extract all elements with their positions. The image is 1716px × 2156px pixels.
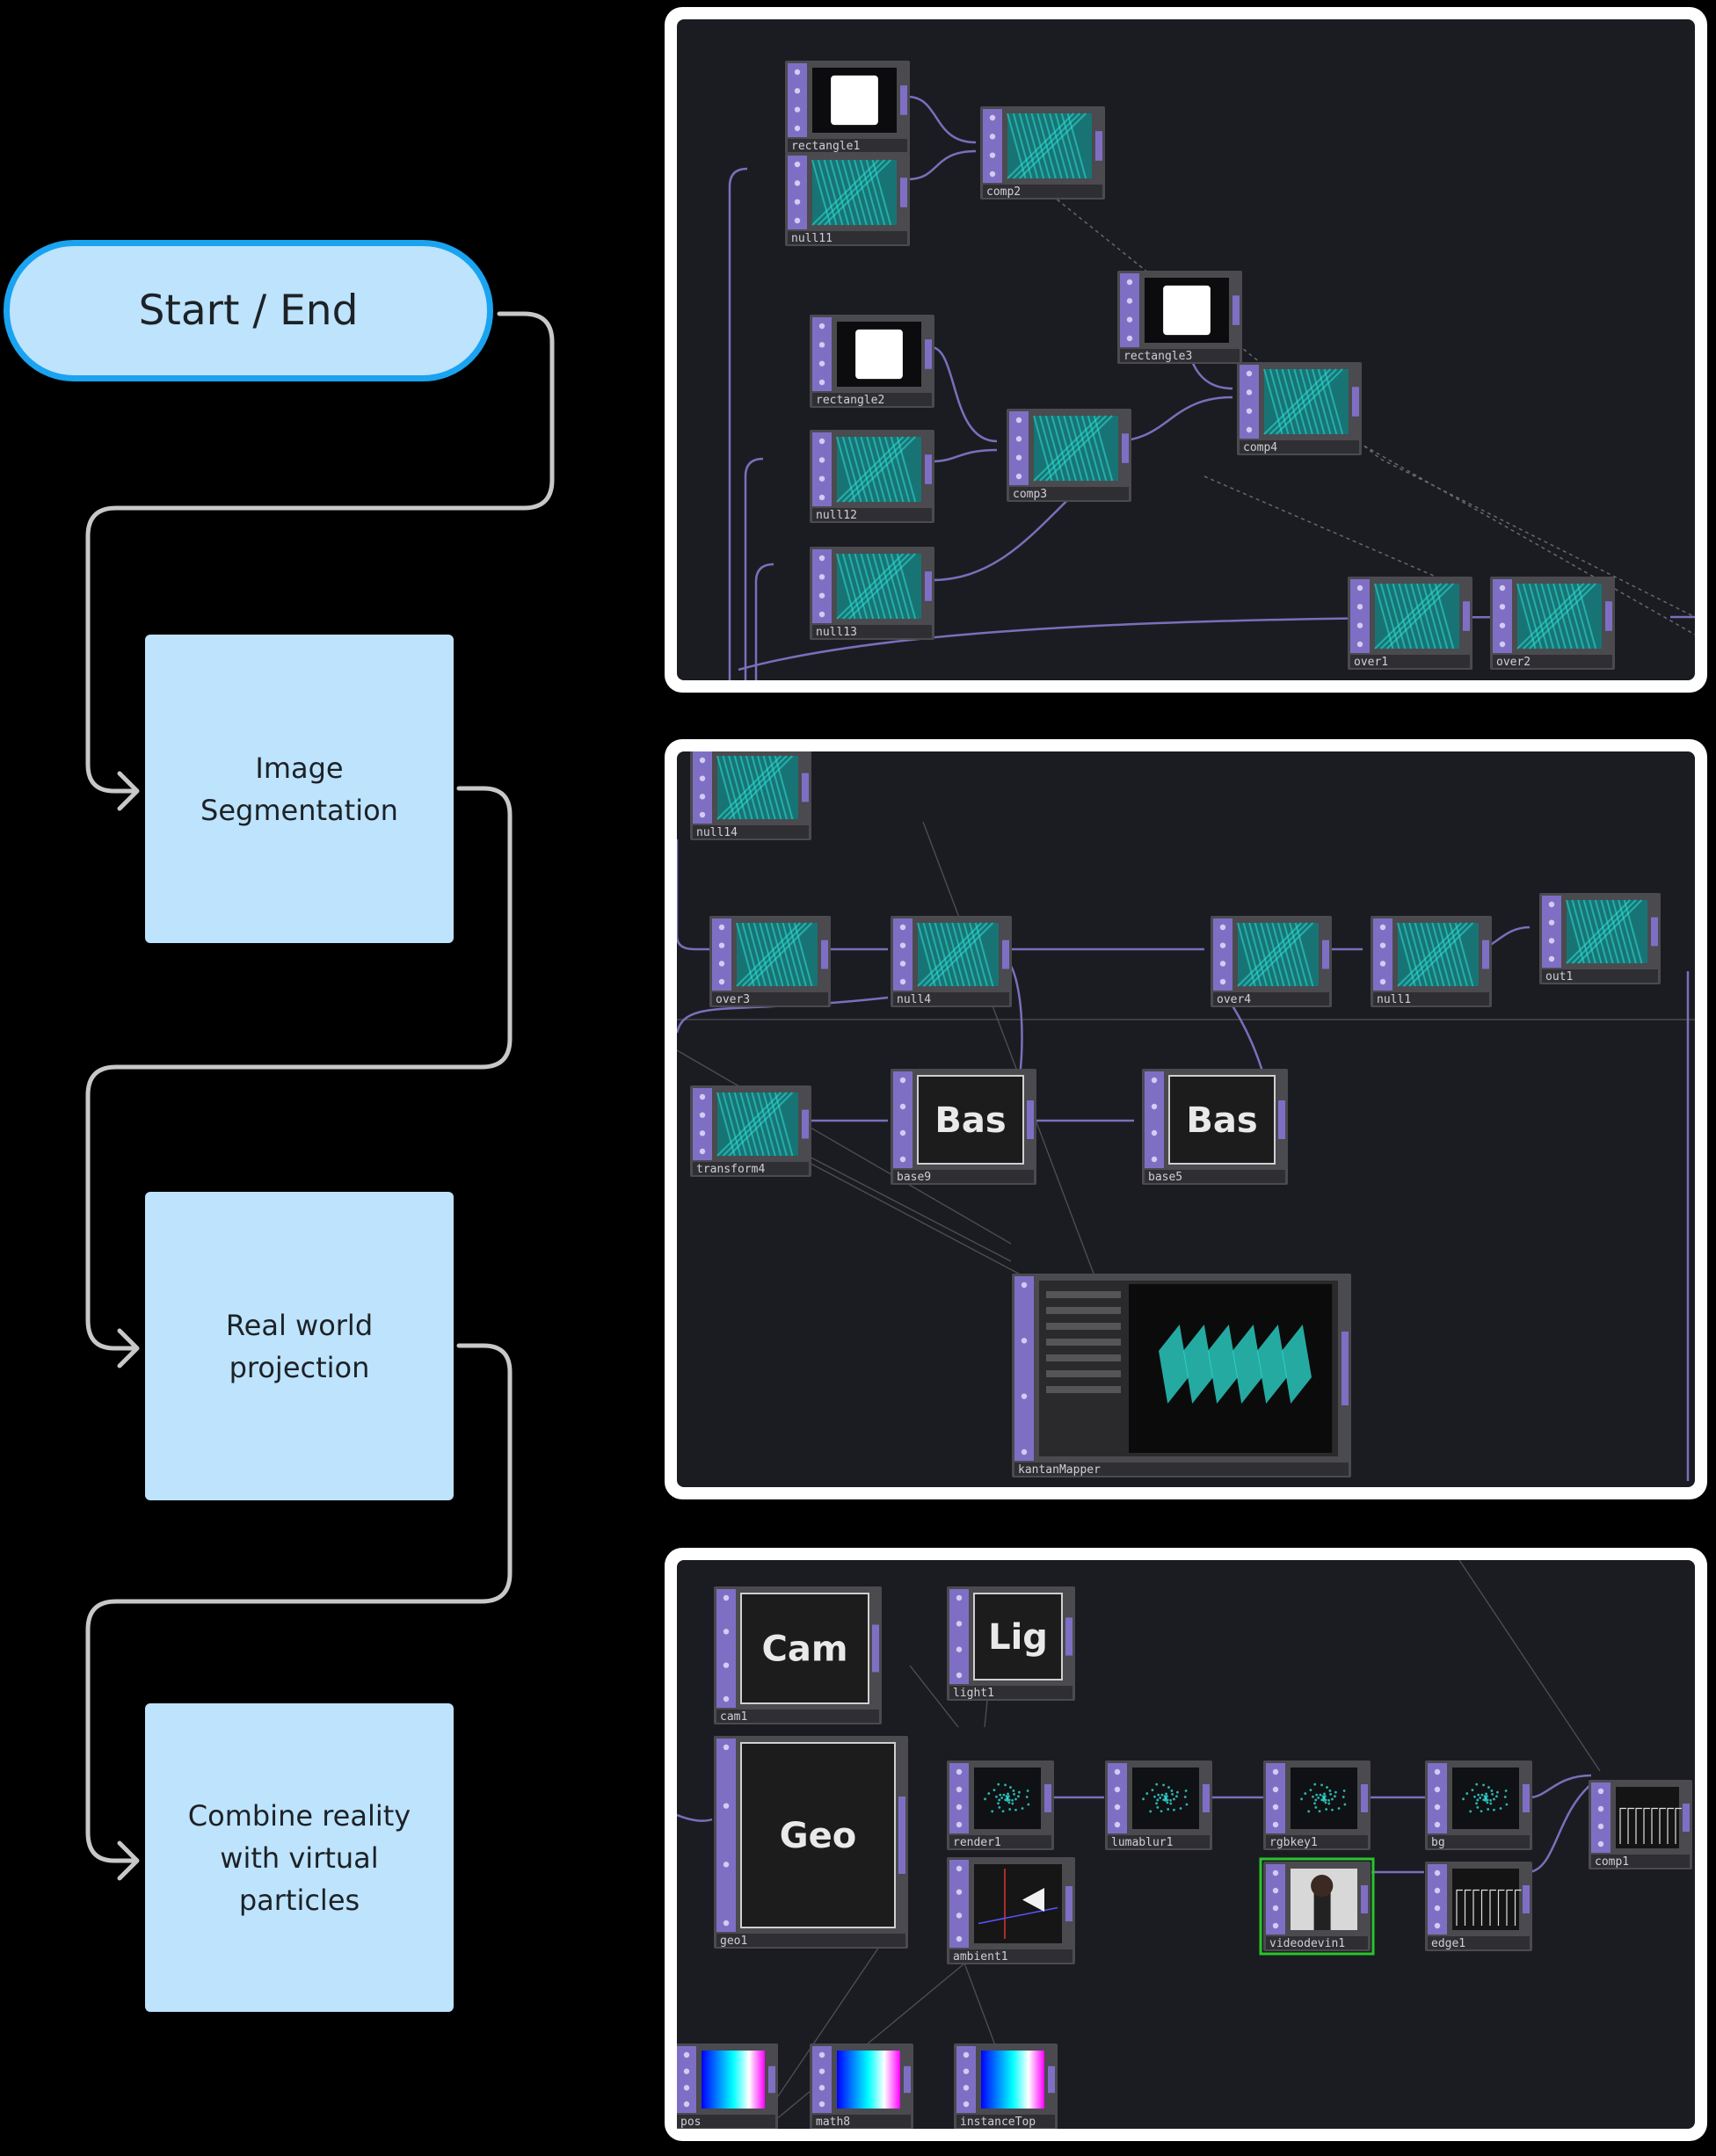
network-node-base9[interactable]: Bas base9	[891, 1069, 1036, 1185]
connector-step1-to-step2	[85, 786, 513, 1351]
network-node-label: over2	[1496, 656, 1531, 669]
network-node-label: null1	[1377, 993, 1411, 1006]
network-node-bg[interactable]: bg	[1425, 1760, 1532, 1850]
network-node-instancetop[interactable]: instanceTop	[954, 2043, 1058, 2129]
network-node-label: comp3	[1013, 488, 1047, 501]
network-node-label: geo1	[720, 1935, 747, 1948]
network-node-math8[interactable]: math8	[810, 2043, 913, 2129]
start-end-node: Start / End	[4, 240, 493, 381]
network-node-label: null11	[791, 232, 833, 245]
network-node-kantanmapper[interactable]: kantanMapper	[1012, 1274, 1351, 1477]
network-node-label: kantanMapper	[1018, 1463, 1101, 1477]
network-node-rectangle2[interactable]: rectangle2	[810, 315, 934, 408]
network-node-label: light1	[953, 1687, 994, 1700]
network-node-label: cam1	[720, 1710, 747, 1724]
network-node-label: videodevin1	[1269, 1937, 1345, 1950]
network-node-geo1[interactable]: Geo geo1	[714, 1736, 908, 1949]
connector-step2-to-step3	[85, 1343, 513, 1863]
network-node-pos[interactable]: pos	[677, 2043, 778, 2129]
network-node-null12[interactable]: null12	[810, 430, 934, 523]
network-node-label: lumablur1	[1111, 1836, 1173, 1849]
network-node-over2[interactable]: over2	[1490, 577, 1615, 670]
start-end-label: Start / End	[138, 287, 359, 335]
network-node-over3[interactable]: over3	[709, 916, 831, 1007]
node-network-projection: null14 over3 null4 over4 null1 out1 transform4…	[677, 751, 1695, 1487]
network-node-over1[interactable]: over1	[1348, 577, 1472, 670]
network-node-label: base9	[897, 1171, 931, 1184]
network-node-comp3[interactable]: comp3	[1007, 409, 1131, 502]
network-node-null13[interactable]: null13	[810, 547, 934, 640]
svg-text:Geo: Geo	[780, 1816, 856, 1856]
screenshot-panel-projection: null14 over3 null4 over4 null1 out1 transform4…	[665, 739, 1707, 1499]
network-node-label: rgbkey1	[1269, 1836, 1318, 1849]
grey-references	[677, 821, 1695, 1289]
network-node-label: ambient1	[953, 1950, 1008, 1964]
network-node-label: instanceTop	[960, 2116, 1036, 2129]
network-node-light1[interactable]: Lig light1	[947, 1586, 1075, 1701]
step-real-world-projection: Real world projection	[145, 1192, 454, 1500]
network-node-label: render1	[953, 1836, 1001, 1849]
network-node-label: null13	[816, 626, 857, 639]
network-node-lumablur1[interactable]: lumablur1	[1105, 1760, 1212, 1850]
network-node-rgbkey1[interactable]: rgbkey1	[1263, 1760, 1371, 1850]
network-node-null4[interactable]: null4	[891, 916, 1012, 1007]
network-node-label: comp2	[986, 185, 1021, 199]
network-node-label: edge1	[1431, 1937, 1465, 1950]
step-label: Real world projection	[225, 1308, 374, 1384]
connector-start-to-step1	[85, 311, 555, 794]
network-node-base5[interactable]: Bas base5	[1142, 1069, 1288, 1185]
network-node-comp4[interactable]: comp4	[1237, 362, 1362, 455]
network-node-label: bg	[1431, 1836, 1445, 1849]
network-node-label: out1	[1545, 970, 1573, 984]
network-node-label: null14	[696, 826, 738, 839]
network-node-label: null4	[897, 993, 931, 1006]
network-node-comp1[interactable]: comp1	[1589, 1780, 1692, 1869]
network-node-null11[interactable]: null11	[785, 153, 910, 246]
network-node-rectangle3[interactable]: rectangle3	[1117, 271, 1242, 364]
network-node-videodevin1[interactable]: videodevin1	[1259, 1857, 1375, 1956]
network-node-label: over4	[1217, 993, 1251, 1006]
network-node-comp2[interactable]: comp2	[980, 106, 1105, 200]
step-label: Image Segmentation	[200, 751, 398, 827]
network-node-label: comp4	[1243, 441, 1277, 454]
network-node-label: rectangle1	[791, 140, 860, 153]
network-node-label: rectangle2	[816, 394, 884, 407]
svg-text:Cam: Cam	[761, 1630, 847, 1670]
network-node-ambient1[interactable]: ambient1	[947, 1857, 1075, 1964]
svg-text:Lig: Lig	[988, 1617, 1048, 1658]
network-node-label: over3	[716, 993, 750, 1006]
screenshot-panel-segmentation: rectangle1 null11 comp2 rectangle3 rectangle…	[665, 7, 1707, 693]
svg-text:Bas: Bas	[1186, 1100, 1257, 1141]
network-node-over4[interactable]: over4	[1211, 916, 1332, 1007]
arrowhead-step3	[117, 1840, 140, 1881]
arrowhead-step2	[117, 1328, 140, 1368]
network-node-out1[interactable]: out1	[1539, 893, 1661, 984]
network-node-transform4[interactable]: transform4	[690, 1085, 811, 1177]
step-combine-reality: Combine reality with virtual particles	[145, 1703, 454, 2012]
svg-text:Bas: Bas	[934, 1100, 1006, 1141]
network-node-label: comp1	[1595, 1855, 1629, 1869]
network-node-label: math8	[816, 2116, 850, 2129]
network-node-label: base5	[1148, 1171, 1182, 1184]
step-label: Combine reality with virtual particles	[187, 1798, 411, 1917]
network-node-render1[interactable]: render1	[947, 1760, 1054, 1850]
network-node-label: over1	[1354, 656, 1388, 669]
step-image-segmentation: Image Segmentation	[145, 635, 454, 943]
network-node-label: transform4	[696, 1163, 765, 1176]
network-node-label: null12	[816, 509, 857, 522]
network-node-rectangle1[interactable]: rectangle1	[785, 61, 910, 154]
network-node-label: rectangle3	[1123, 350, 1192, 363]
node-network-segmentation: rectangle1 null11 comp2 rectangle3 rectangle…	[677, 19, 1695, 680]
network-node-edge1[interactable]: edge1	[1425, 1862, 1532, 1951]
network-node-cam1[interactable]: Cam cam1	[714, 1586, 882, 1724]
network-node-null1[interactable]: null1	[1371, 916, 1492, 1007]
arrowhead-step1	[117, 771, 140, 811]
network-node-label: pos	[680, 2116, 701, 2129]
network-node-null14[interactable]: null14	[690, 751, 811, 840]
